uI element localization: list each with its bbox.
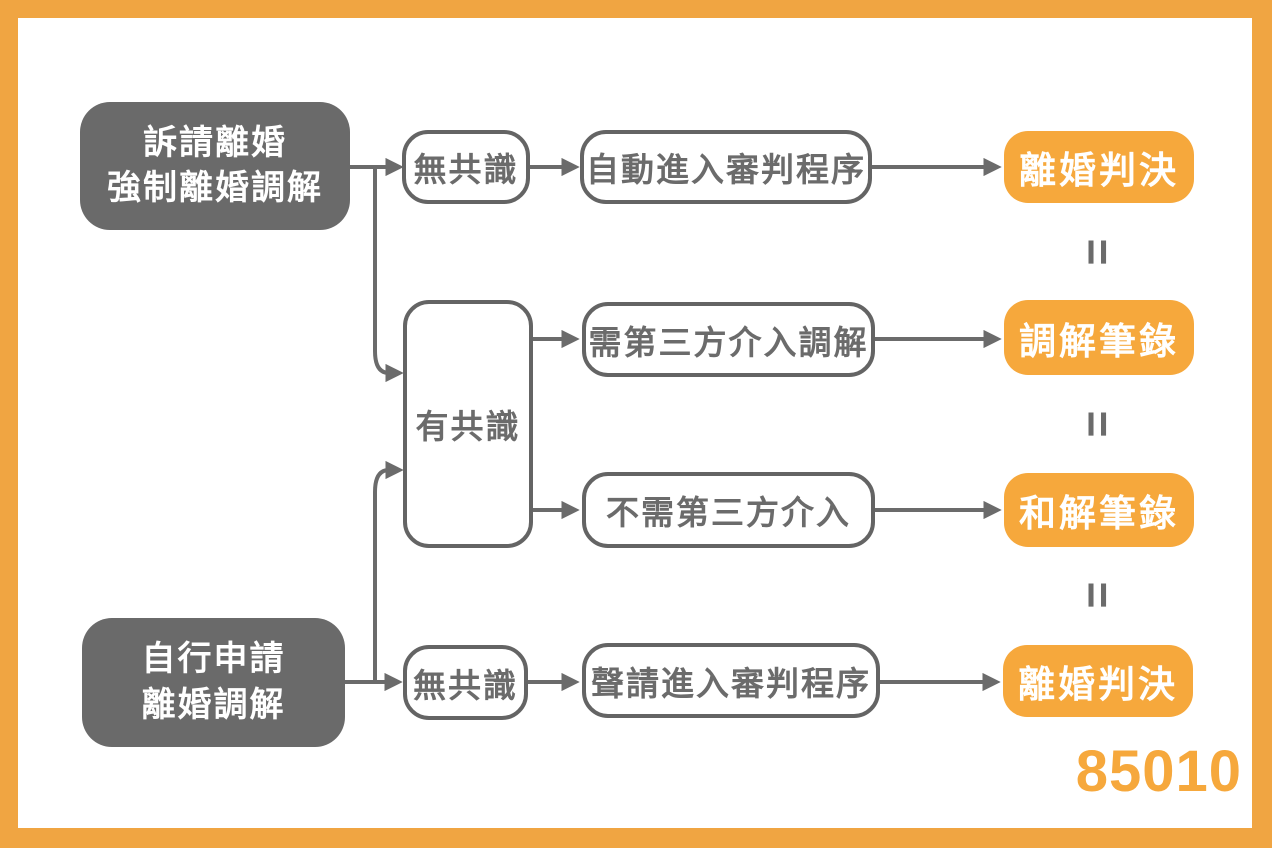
start-node-self-applied-mediation: 自行申請 離婚調解 bbox=[82, 618, 345, 747]
result-node-mediation-record: 調解筆錄 bbox=[1004, 300, 1194, 375]
start-node-line1: 自行申請 bbox=[141, 640, 286, 679]
decision-node-no-consensus-bottom: 無共識 bbox=[403, 645, 528, 720]
start-node-line2: 離婚調解 bbox=[141, 685, 286, 724]
start-node-line2: 強制離婚調解 bbox=[107, 169, 323, 207]
start-node-line1: 訴請離婚 bbox=[143, 123, 287, 162]
process-node-third-party-mediation: 需第三方介入調解 bbox=[582, 302, 875, 377]
decision-node-consensus: 有共識 bbox=[403, 300, 533, 548]
result-node-settlement-record: 和解筆錄 bbox=[1004, 473, 1194, 547]
start-node-litigated-divorce: 訴請離婚 強制離婚調解 bbox=[80, 102, 350, 230]
brand-logo: 85010 bbox=[1075, 738, 1242, 804]
process-node-petition-trial: 聲請進入審判程序 bbox=[582, 643, 880, 718]
decision-node-no-consensus-top: 無共識 bbox=[402, 130, 530, 204]
process-node-no-third-party: 不需第三方介入 bbox=[582, 472, 875, 548]
equals-icon: = bbox=[1072, 238, 1124, 266]
equals-icon: = bbox=[1072, 581, 1124, 609]
result-node-divorce-judgment-top: 離婚判決 bbox=[1004, 131, 1194, 203]
equals-icon: = bbox=[1072, 410, 1124, 438]
process-node-auto-trial: 自動進入審判程序 bbox=[580, 130, 872, 204]
result-node-divorce-judgment-bottom: 離婚判決 bbox=[1003, 645, 1193, 717]
